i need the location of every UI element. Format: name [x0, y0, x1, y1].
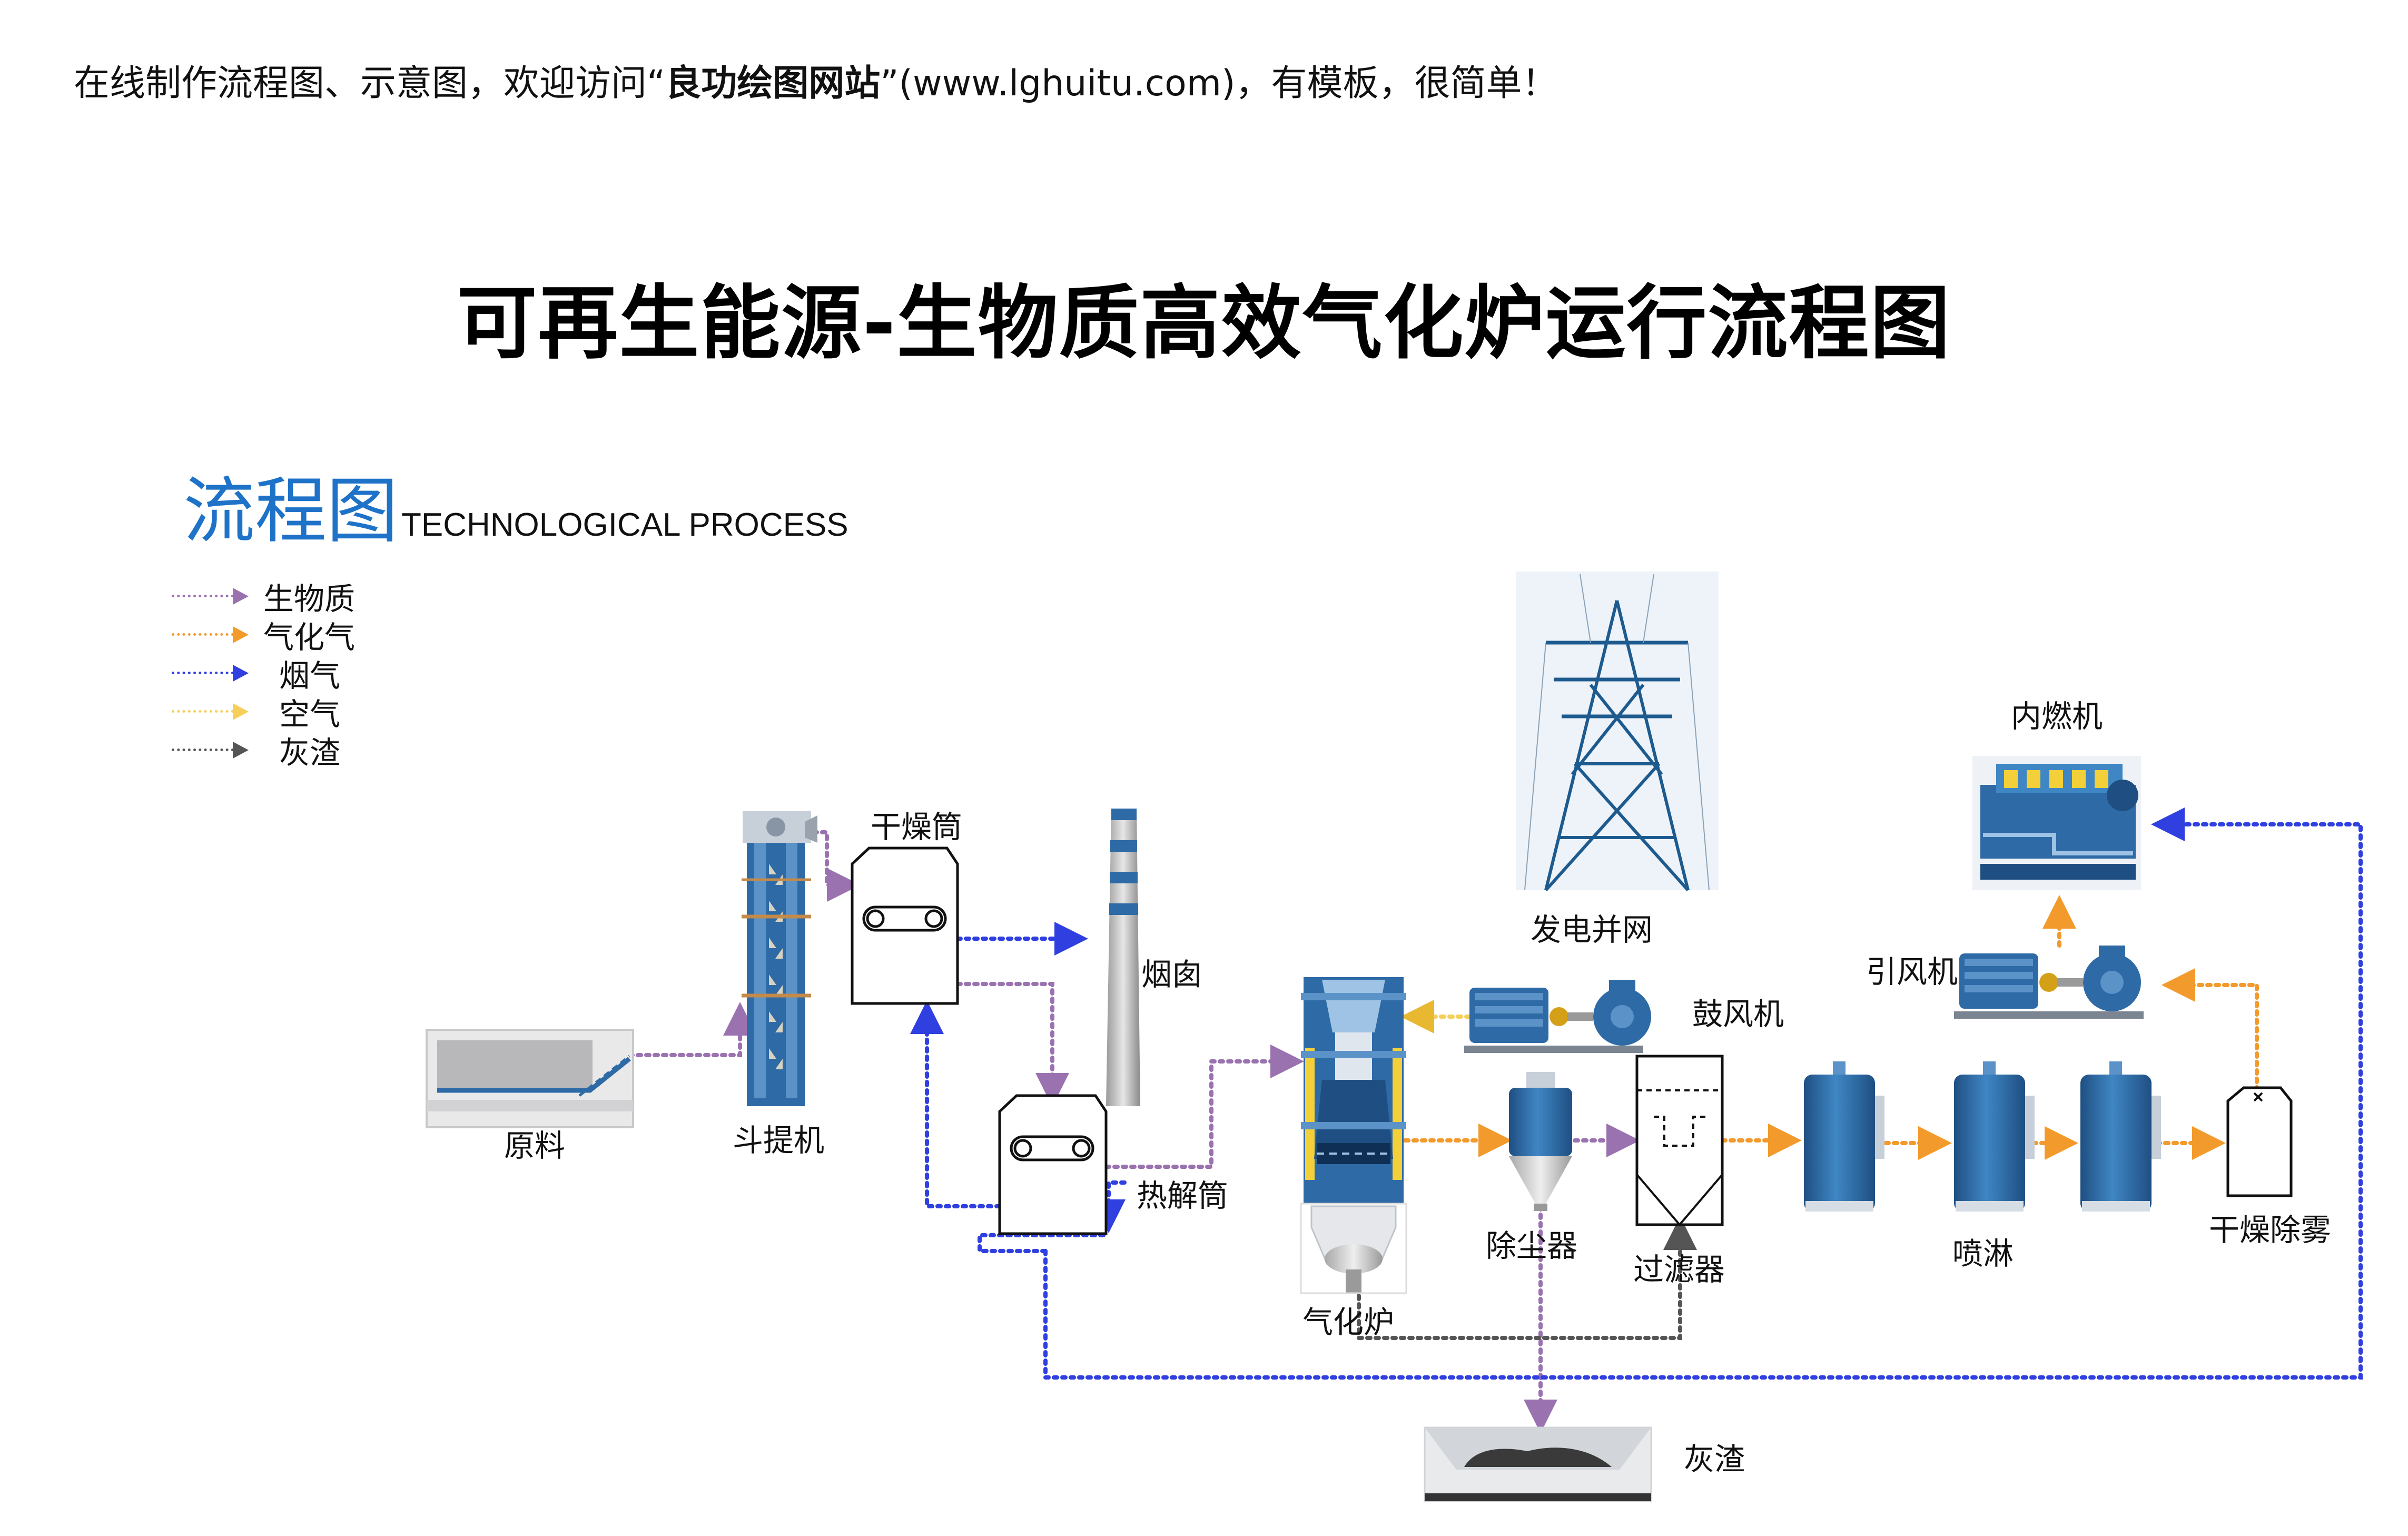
- arrow-right-icon: [233, 587, 249, 605]
- section-title-cn: 流程图: [183, 470, 398, 553]
- arrow-right-icon: [233, 626, 249, 643]
- power-tower: [1516, 572, 1719, 892]
- legend-item-gas: 气化气: [172, 615, 356, 655]
- legend-label: 灰渣: [279, 734, 341, 771]
- legend-line-icon: [172, 672, 234, 674]
- section-heading: 流程图TECHNOLOGICAL PROCESS: [183, 453, 848, 557]
- label-filter: 过滤器: [1633, 1252, 1725, 1287]
- combustion-engine: [1972, 756, 2141, 890]
- banner-text: 在线制作流程图、示意图，欢迎访问“良功绘图网站”(www.lghuitu.com…: [74, 54, 1558, 106]
- section-title-en: TECHNOLOGICAL PROCESS: [401, 507, 848, 543]
- dust-collector: [1509, 1072, 1572, 1211]
- bucket-elevator: [742, 811, 817, 1106]
- flow-pyrolysis-inlet: [1092, 1180, 1127, 1233]
- legend-label: 气化气: [263, 619, 356, 655]
- ash-bin: [1424, 1426, 1652, 1502]
- label-gasifier: 气化炉: [1302, 1304, 1394, 1340]
- label-raw: 原料: [504, 1128, 565, 1164]
- chimney: [1106, 809, 1140, 1106]
- legend-item-ash: 灰渣: [172, 731, 355, 771]
- label-pyrolysis: 热解筒: [1137, 1178, 1228, 1214]
- filter-unit: [1635, 1055, 1724, 1227]
- page-title: 可再生能源-生物质高效气化炉运行流程图: [457, 277, 1951, 370]
- spray-tower-3: [2080, 1061, 2161, 1212]
- raw-material-hopper: [426, 1029, 634, 1128]
- label-grid: 发电并网: [1531, 912, 1653, 948]
- label-elevator: 斗提机: [733, 1123, 824, 1158]
- legend-line-icon: [172, 633, 234, 636]
- flow-elevator-to-dryer: [812, 830, 861, 902]
- label-dryer: 干燥筒: [871, 809, 962, 845]
- flow-pyrolysis-to-dryer: [910, 1000, 1002, 1208]
- flow-gasifier-to-filter-ash: [1357, 1216, 1697, 1340]
- legend-label: 空气: [279, 696, 341, 732]
- label-fan: 引风机: [1866, 954, 1958, 990]
- label-dust: 除尘器: [1486, 1228, 1577, 1264]
- legend-label: 烟气: [279, 657, 341, 694]
- arrow-right-icon: [233, 703, 249, 720]
- dryer-drum: [851, 846, 959, 1005]
- demister: [2226, 1086, 2293, 1197]
- flow-pyrolysis-to-gasifier: [1104, 1045, 1304, 1169]
- legend-item-biomass: 生物质: [172, 577, 356, 617]
- label-chimney: 烟囱: [1141, 957, 1202, 992]
- arrow-right-icon: [233, 741, 249, 759]
- legend-item-flue: 烟气: [172, 654, 355, 694]
- arrow-right-icon: [233, 664, 249, 682]
- flow-engine-return: [1043, 808, 2363, 1380]
- legend: 生物质 气化气 烟气 空气 灰渣: [172, 577, 356, 771]
- banner-suffix: ”(www.lghuitu.com)，有模板，很简单！: [880, 63, 1558, 104]
- label-ash: 灰渣: [1684, 1441, 1745, 1477]
- flow-dryer-to-pyrolysis: [955, 982, 1069, 1107]
- label-spray: 喷淋: [1952, 1236, 2014, 1272]
- legend-item-air: 空气: [172, 692, 355, 732]
- flow-lines: [627, 808, 2363, 1433]
- legend-line-icon: [172, 749, 234, 751]
- flow-raw-to-elevator: [627, 1002, 757, 1057]
- label-blower: 鼓风机: [1692, 996, 1784, 1032]
- banner-prefix: 在线制作流程图、示意图，欢迎访问“: [74, 63, 666, 104]
- blower: [1464, 980, 1651, 1053]
- banner-site[interactable]: 良功绘图网站: [665, 63, 881, 104]
- flow-demist-to-fan: [2162, 968, 2259, 1092]
- legend-line-icon: [172, 595, 234, 597]
- label-engine: 内燃机: [2011, 698, 2103, 734]
- induced-fan: [1954, 946, 2144, 1019]
- legend-label: 生物质: [263, 580, 356, 617]
- legend-line-icon: [172, 710, 234, 713]
- spray-tower-2: [1954, 1061, 2035, 1212]
- pyrolysis-drum: [998, 1094, 1108, 1235]
- gasifier: [1300, 977, 1407, 1294]
- flow-loop-stub: [978, 1233, 1111, 1253]
- spray-tower-1: [1804, 1061, 1884, 1212]
- label-demist: 干燥除雾: [2209, 1212, 2331, 1248]
